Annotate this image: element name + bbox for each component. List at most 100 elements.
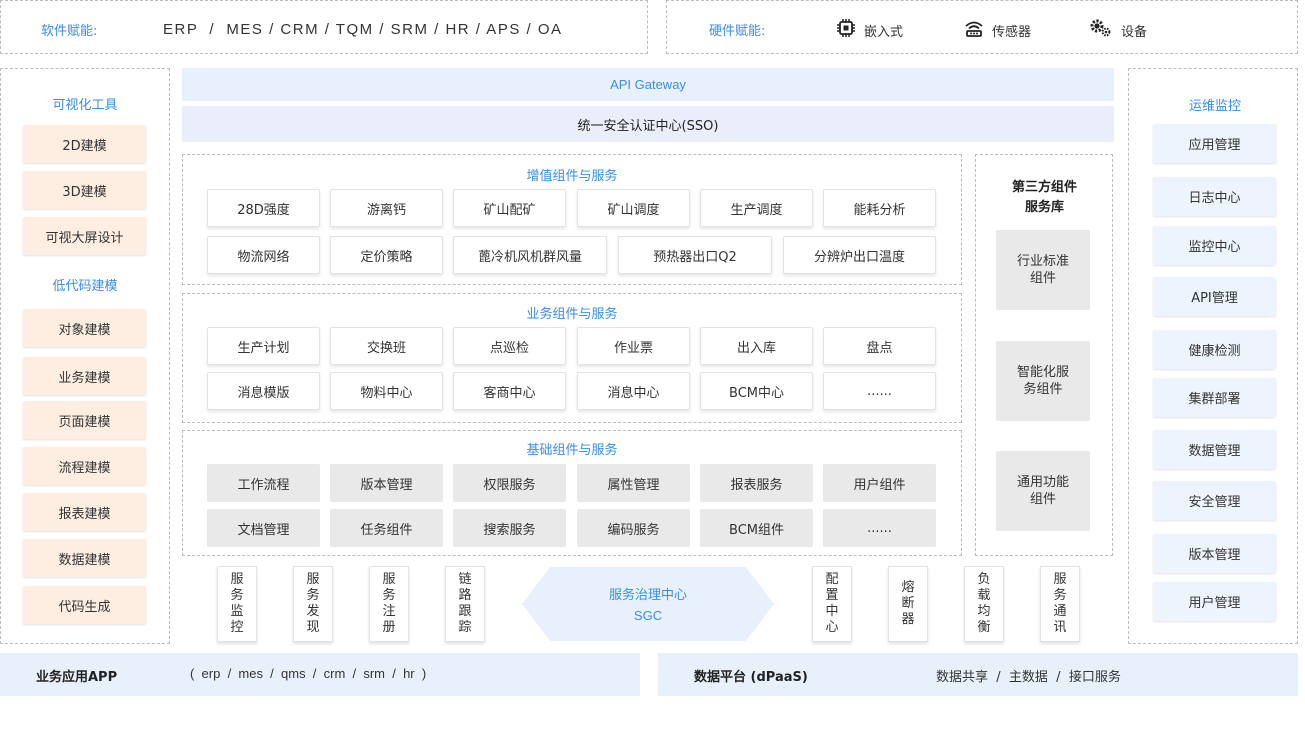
component-spot-inspection[interactable]: 点巡检 — [453, 327, 566, 365]
component-preheater-outlet[interactable]: 预热器出口Q2 — [618, 236, 772, 274]
component-material-center[interactable]: 物料中心 — [330, 372, 443, 410]
common-function-components[interactable]: 通用功能组件 — [996, 451, 1090, 531]
component-cooler-fan-airflow[interactable]: 蓖冷机风机群风量 — [453, 236, 607, 274]
component-coding-service[interactable]: 编码服务 — [577, 509, 690, 547]
ops-monitoring-panel — [1128, 68, 1298, 644]
component-report-service[interactable]: 报表服务 — [700, 464, 813, 502]
governance-service-registry[interactable]: 服务注册 — [369, 566, 409, 642]
sgc-hexagon — [522, 567, 774, 641]
left-item-2d-modeling[interactable]: 2D建模 — [23, 125, 146, 163]
right-item-monitor-center[interactable]: 监控中心 — [1153, 226, 1276, 265]
gears-icon — [1089, 18, 1113, 42]
component-version-management[interactable]: 版本管理 — [330, 464, 443, 502]
left-item-data-modeling[interactable]: 数据建模 — [23, 539, 146, 577]
right-item-security-management[interactable]: 安全管理 — [1153, 481, 1276, 520]
base-services-panel — [182, 430, 962, 556]
base-services-title: 基础组件与服务 — [526, 443, 618, 458]
component-pricing-strategy[interactable]: 定价策略 — [330, 236, 443, 274]
right-item-health-check[interactable]: 健康检测 — [1153, 330, 1276, 369]
component-more-business[interactable]: ...... — [823, 372, 936, 410]
component-energy-analysis[interactable]: 能耗分析 — [823, 189, 936, 227]
left-item-object-modeling[interactable]: 对象建模 — [23, 309, 146, 347]
right-item-cluster-deploy[interactable]: 集群部署 — [1153, 378, 1276, 417]
component-shift-handover[interactable]: 交换班 — [330, 327, 443, 365]
third-party-library-panel — [975, 154, 1113, 556]
chip-icon — [836, 18, 856, 42]
intelligent-service-components[interactable]: 智能化服务组件 — [996, 341, 1090, 421]
data-platform-bar — [658, 653, 1298, 696]
component-warehouse-io[interactable]: 出入库 — [700, 327, 813, 365]
left-item-dashboard-design[interactable]: 可视大屏设计 — [23, 217, 146, 255]
hardware-item-label: 嵌入式 — [864, 24, 904, 40]
component-free-calcium[interactable]: 游离钙 — [330, 189, 443, 227]
business-services-title: 业务组件与服务 — [526, 307, 618, 322]
left-tools-panel — [0, 68, 170, 644]
business-app-label: 业务应用APP — [36, 670, 118, 685]
left-item-page-modeling[interactable]: 页面建模 — [23, 401, 146, 439]
hardware-item-embedded: 嵌入式 — [836, 18, 903, 42]
component-calciner-outlet-temp[interactable]: 分辨炉出口温度 — [783, 236, 936, 274]
governance-config-center[interactable]: 配置中心 — [812, 566, 852, 642]
right-item-app-management[interactable]: 应用管理 — [1153, 124, 1276, 163]
component-permission-service[interactable]: 权限服务 — [453, 464, 566, 502]
governance-service-monitor[interactable]: 服务监控 — [217, 566, 257, 642]
component-document-management[interactable]: 文档管理 — [207, 509, 320, 547]
governance-trace-tracking[interactable]: 链路跟踪 — [445, 566, 485, 642]
component-merchant-center[interactable]: 客商中心 — [453, 372, 566, 410]
component-more-base[interactable]: ...... — [823, 509, 936, 547]
component-28d-strength[interactable]: 28D强度 — [207, 189, 320, 227]
governance-service-communication[interactable]: 服务通讯 — [1040, 566, 1080, 642]
third-party-title-line1: 第三方组件 — [1011, 180, 1077, 195]
hardware-item-label: 设备 — [1121, 24, 1148, 40]
hardware-item-equipment: 设备 — [1089, 18, 1147, 42]
left-item-business-modeling[interactable]: 业务建模 — [23, 357, 146, 395]
component-inventory-count[interactable]: 盘点 — [823, 327, 936, 365]
value-added-services-panel — [182, 154, 962, 285]
component-message-template[interactable]: 消息模版 — [207, 372, 320, 410]
governance-load-balancing[interactable]: 负载均衡 — [964, 566, 1004, 642]
component-user-component[interactable]: 用户组件 — [823, 464, 936, 502]
data-platform-list: 数据共享 / 主数据 / 接口服务 — [936, 670, 1121, 685]
governance-service-discovery[interactable]: 服务发现 — [293, 566, 333, 642]
software-list: ERP / MES / CRM / TQM / SRM / HR / APS /… — [163, 21, 563, 38]
software-enablement-label: 软件赋能: — [41, 24, 98, 39]
business-app-bar — [0, 653, 640, 696]
right-item-log-center[interactable]: 日志中心 — [1153, 177, 1276, 216]
component-message-center[interactable]: 消息中心 — [577, 372, 690, 410]
api-gateway-band: API Gateway — [182, 68, 1114, 101]
component-mine-dispatch[interactable]: 矿山调度 — [577, 189, 690, 227]
component-work-ticket[interactable]: 作业票 — [577, 327, 690, 365]
left-item-3d-modeling[interactable]: 3D建模 — [23, 171, 146, 209]
business-app-list: ( erp / mes / qms / crm / srm / hr ) — [190, 666, 427, 681]
component-workflow[interactable]: 工作流程 — [207, 464, 320, 502]
hardware-item-label: 传感器 — [992, 24, 1032, 40]
right-item-api-management[interactable]: API管理 — [1153, 277, 1276, 316]
component-mine-blending[interactable]: 矿山配矿 — [453, 189, 566, 227]
right-item-data-management[interactable]: 数据管理 — [1153, 430, 1276, 469]
right-item-version-management[interactable]: 版本管理 — [1153, 534, 1276, 573]
left-item-code-generation[interactable]: 代码生成 — [23, 586, 146, 624]
left-item-process-modeling[interactable]: 流程建模 — [23, 447, 146, 485]
value-added-services-title: 增值组件与服务 — [526, 169, 618, 184]
component-search-service[interactable]: 搜索服务 — [453, 509, 566, 547]
ops-monitoring-title: 运维监控 — [1188, 99, 1241, 114]
sso-band: 统一安全认证中心(SSO) — [182, 106, 1114, 142]
sgc-title: 服务治理中心 — [608, 588, 687, 603]
component-production-dispatch[interactable]: 生产调度 — [700, 189, 813, 227]
industry-standard-components[interactable]: 行业标准组件 — [996, 230, 1090, 310]
data-platform-label: 数据平台 (dPaaS) — [694, 670, 808, 685]
hardware-item-sensor: 传感器 — [964, 18, 1031, 42]
component-logistics-network[interactable]: 物流网络 — [207, 236, 320, 274]
sensor-icon — [964, 18, 984, 42]
component-bcm-component[interactable]: BCM组件 — [700, 509, 813, 547]
left-item-report-modeling[interactable]: 报表建模 — [23, 493, 146, 531]
component-bcm-center[interactable]: BCM中心 — [700, 372, 813, 410]
software-enablement-panel — [0, 0, 648, 54]
right-item-user-management[interactable]: 用户管理 — [1153, 582, 1276, 621]
business-services-panel — [182, 293, 962, 423]
hardware-enablement-panel — [666, 0, 1298, 54]
component-attribute-management[interactable]: 属性管理 — [577, 464, 690, 502]
component-task-component[interactable]: 任务组件 — [330, 509, 443, 547]
governance-circuit-breaker[interactable]: 熔断器 — [888, 566, 928, 642]
component-production-plan[interactable]: 生产计划 — [207, 327, 320, 365]
